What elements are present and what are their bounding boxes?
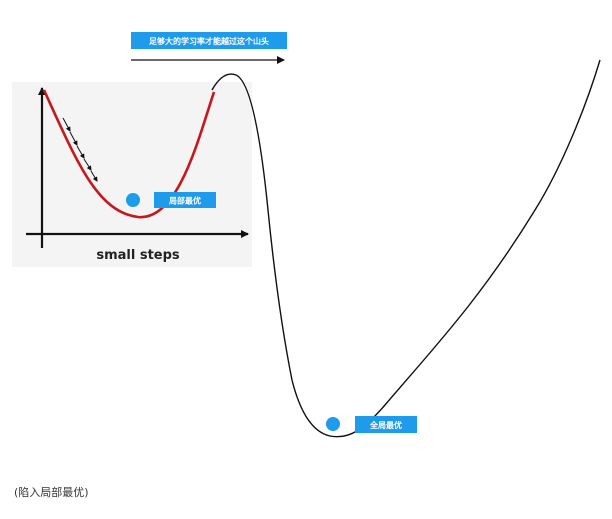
small-steps-inset: small steps <box>12 82 252 267</box>
step-arrow <box>83 158 92 171</box>
loss-curve <box>211 59 601 438</box>
local-optimum-dot <box>126 193 140 207</box>
step-arrow <box>90 170 98 182</box>
inset-loss-curve <box>42 89 216 219</box>
step-arrow <box>69 131 78 146</box>
inset-axis-label: small steps <box>96 248 180 263</box>
inset-background <box>12 82 252 267</box>
learning-rate-banner-text: 足够大的学习率才能越过这个山头 <box>149 36 269 46</box>
local-optimum-tag <box>154 192 216 208</box>
step-arrow <box>62 117 71 132</box>
global-optimum-dot <box>326 417 340 431</box>
global-optimum-tag <box>355 416 417 433</box>
small-step-arrows <box>62 117 98 182</box>
learning-rate-banner <box>131 32 287 49</box>
figure-caption: (陷入局部最优) <box>14 486 89 499</box>
global-optimum-tag-text: 全局最优 <box>369 420 402 430</box>
local-optimum-tag-text: 局部最优 <box>168 196 201 206</box>
step-arrow <box>76 145 85 159</box>
